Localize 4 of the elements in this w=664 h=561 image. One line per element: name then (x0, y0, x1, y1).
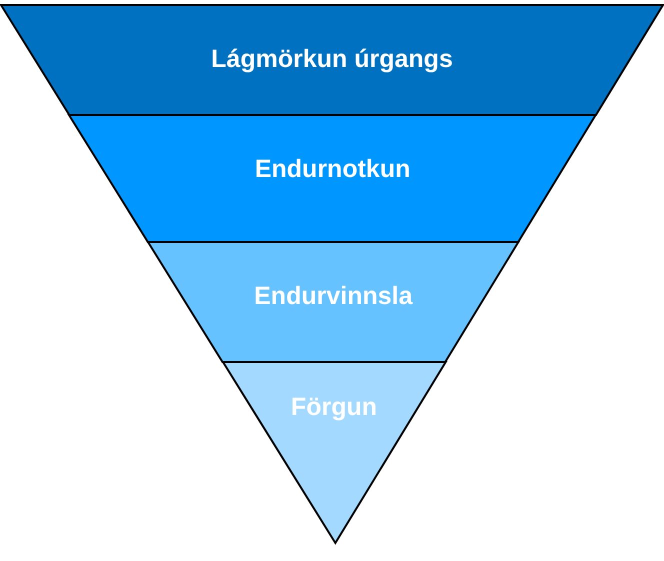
tier-label: Endurnotkun (254, 155, 412, 184)
tier-label: Endurvinnsla (253, 282, 414, 311)
tier-label: Lágmörkun úrgangs (210, 45, 454, 74)
tier-label: Förgun (290, 393, 378, 422)
